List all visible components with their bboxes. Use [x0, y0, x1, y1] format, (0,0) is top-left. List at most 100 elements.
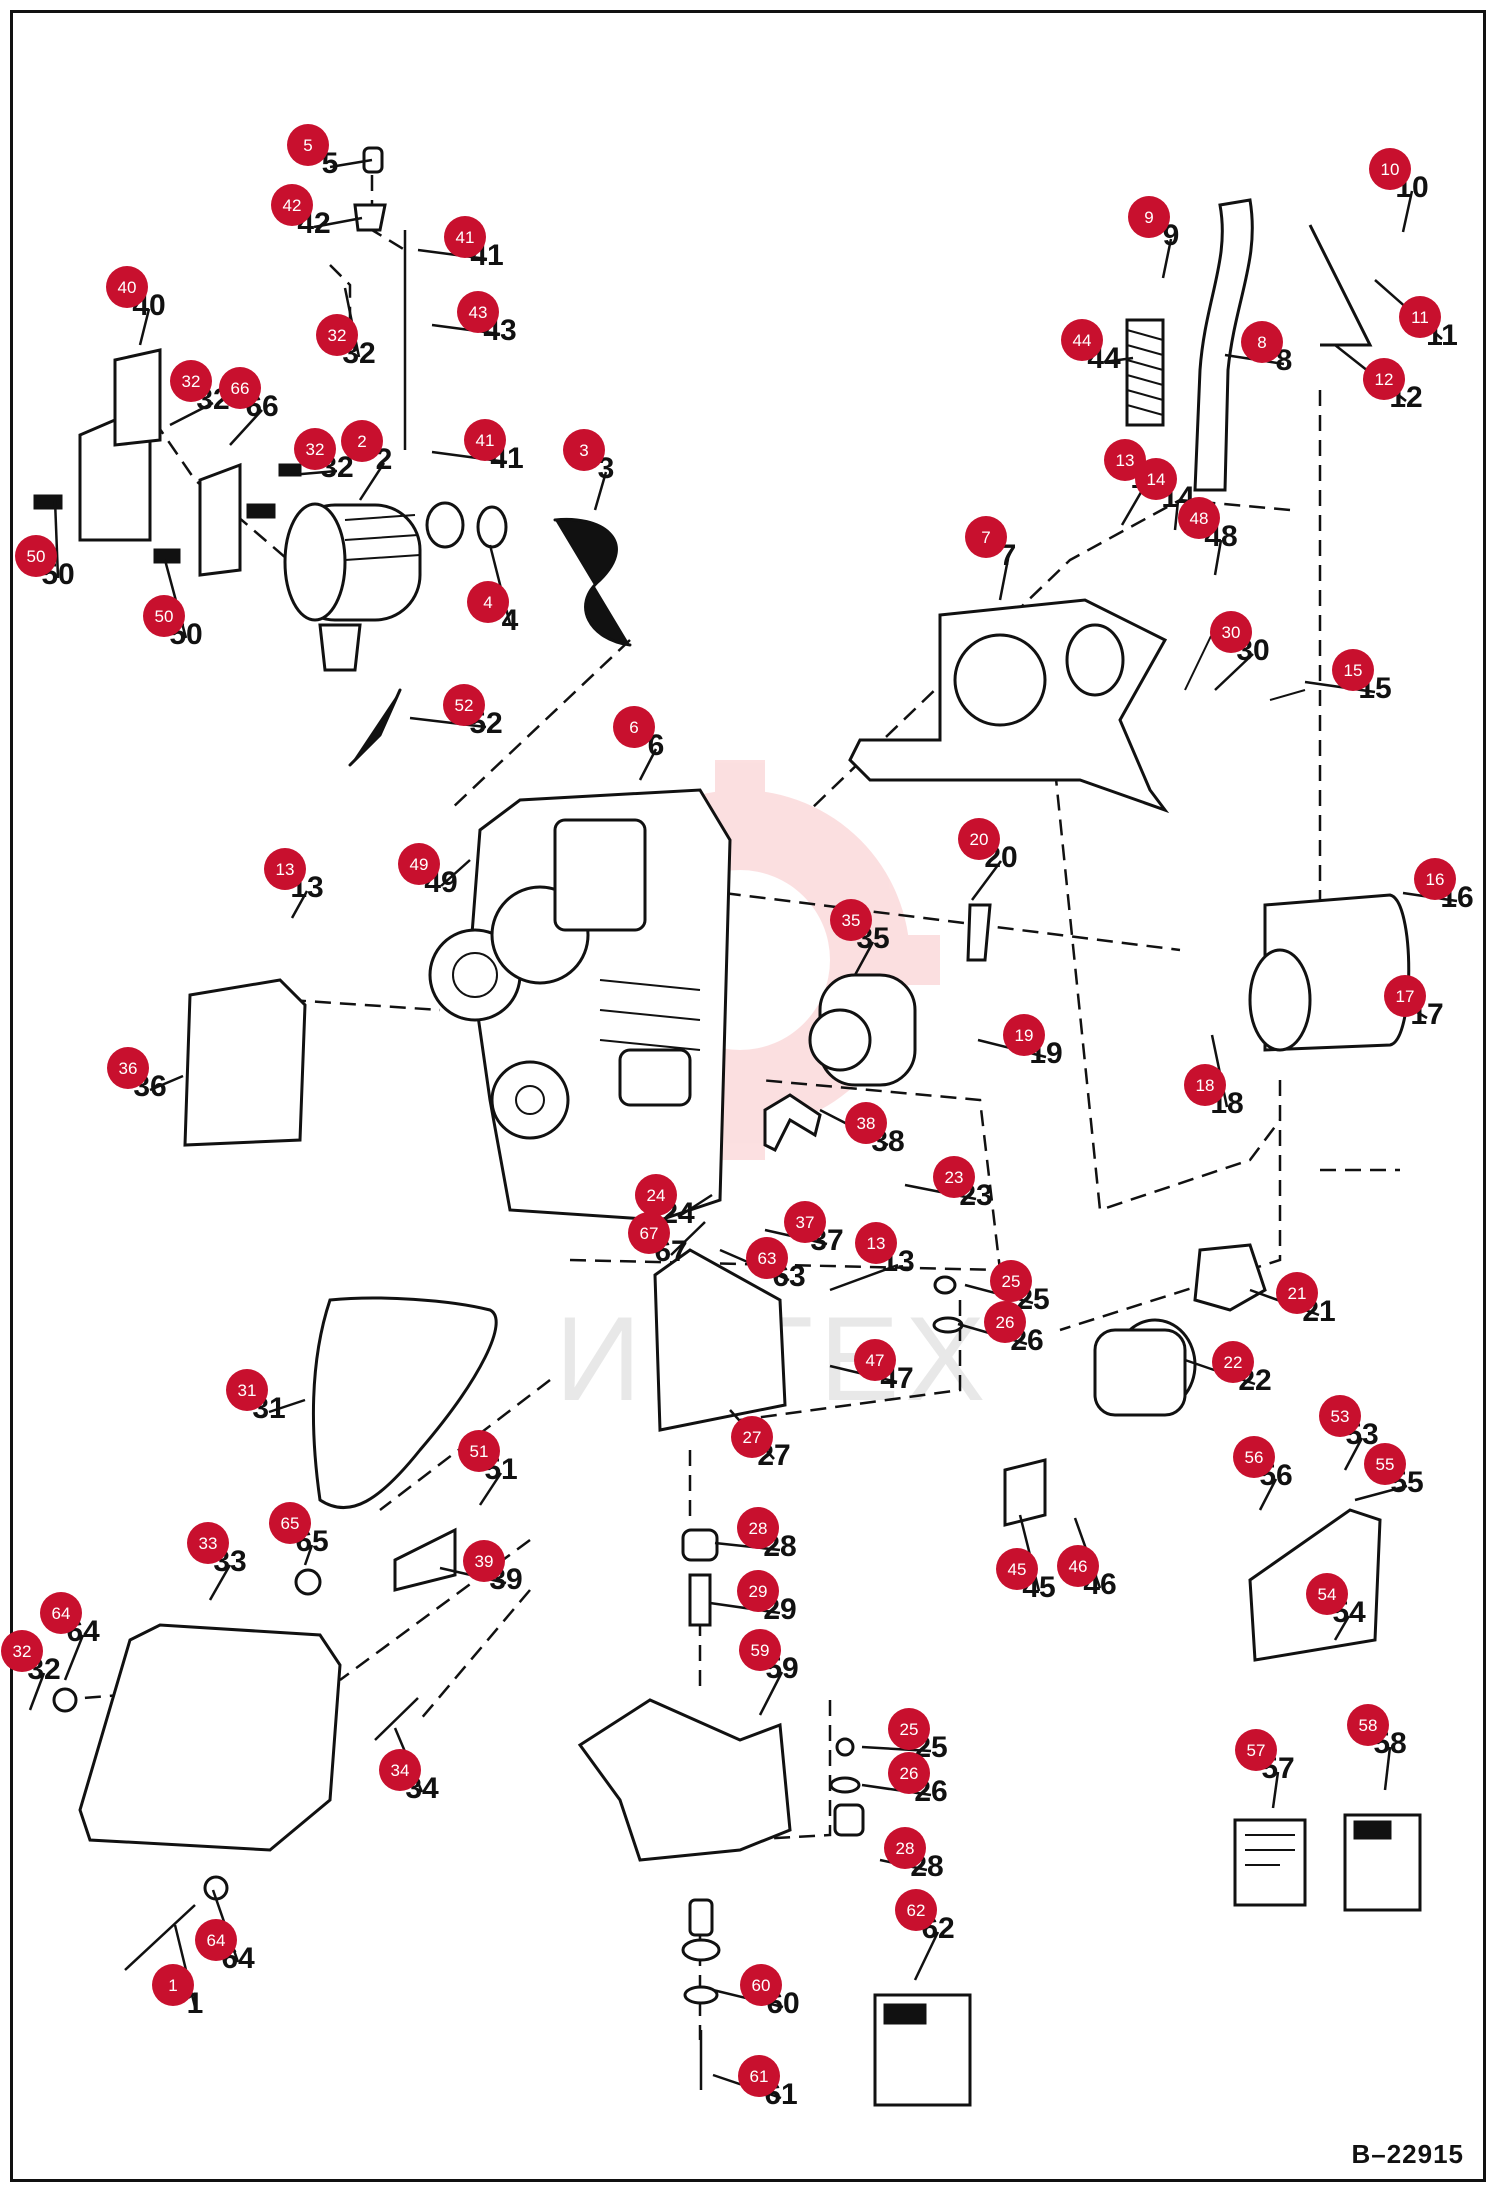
callout-badge-number: 47	[866, 1351, 885, 1370]
drawing-code: B–22915	[1351, 2139, 1464, 2169]
callout-badge	[1241, 321, 1283, 363]
callout-badge	[40, 1592, 82, 1634]
callout-badge	[984, 1301, 1026, 1343]
callout-badge-number: 20	[970, 830, 989, 849]
callout-leader-line	[853, 941, 875, 976]
callout-badge	[379, 1749, 421, 1791]
callout-2: 22	[341, 420, 392, 501]
callout-leader-line	[417, 248, 488, 261]
callout-badge	[443, 684, 485, 726]
callout-badge-number: 9	[1144, 208, 1153, 227]
callout-badge-number: 56	[1245, 1448, 1264, 1467]
callout-5: 55	[287, 124, 373, 180]
callout-badge-number: 25	[900, 1720, 919, 1739]
callout-badge-number: 19	[1015, 1026, 1034, 1045]
callout-4: 44	[467, 544, 519, 637]
callout-badge-number: 27	[743, 1428, 762, 1447]
callout-leader-line	[593, 471, 608, 511]
callout-badge	[457, 291, 499, 333]
callout-badge-number: 59	[751, 1641, 770, 1660]
callout-badge-number: 34	[391, 1761, 410, 1780]
callout-badge-number: 24	[647, 1186, 666, 1205]
callout-badge-number: 49	[410, 855, 429, 874]
callout-badge	[1399, 296, 1441, 338]
callout-badge	[738, 2055, 780, 2097]
callout-leader-line	[28, 1672, 46, 1711]
callout-badge-number: 55	[1376, 1455, 1395, 1474]
callout-badge-number: 57	[1247, 1741, 1266, 1760]
callout-badge	[187, 1522, 229, 1564]
callout-leader-line	[1343, 1437, 1364, 1471]
callout-badge-number: 12	[1375, 370, 1394, 389]
callout-badge	[895, 1889, 937, 1931]
callout-badge	[635, 1174, 677, 1216]
callout-badge	[854, 1339, 896, 1381]
callout-leader-line	[440, 859, 471, 887]
callout-badge	[888, 1708, 930, 1750]
callout-badge-number: 6	[629, 718, 638, 737]
callout-badge	[341, 420, 383, 462]
callout-leader-line	[714, 1541, 781, 1552]
callout-badge-number: 52	[455, 696, 474, 715]
callout-badge-number: 45	[1008, 1560, 1027, 1579]
callout-badge	[855, 1222, 897, 1264]
callout-badge	[1347, 1704, 1389, 1746]
callout-badge	[143, 595, 185, 637]
callout-leader-line	[829, 1263, 899, 1292]
callout-leader-line	[53, 499, 60, 579]
callout-badge-number: 50	[155, 607, 174, 626]
callout-badge-number: 35	[842, 911, 861, 930]
callout-badge-number: 41	[456, 228, 475, 247]
callout-badge-number: 17	[1396, 987, 1415, 1006]
callout-badge	[1184, 1064, 1226, 1106]
callout-badge-number: 14	[1147, 470, 1166, 489]
callout-badge-number: 21	[1288, 1284, 1307, 1303]
callout-badge-number: 65	[281, 1514, 300, 1533]
callout-badge	[1235, 1729, 1277, 1771]
callout-leader-line	[1161, 238, 1173, 279]
callout-leader-line	[169, 401, 214, 427]
callout-leader-line	[313, 216, 363, 229]
callout-badge	[1212, 1341, 1254, 1383]
callout-7: 77	[965, 516, 1016, 601]
callout-leader-line	[1214, 653, 1254, 691]
callout-badge	[933, 1156, 975, 1198]
callout-leader-line	[208, 1564, 232, 1601]
callout-badge	[1178, 497, 1220, 539]
callout-badge-number: 41	[476, 431, 495, 450]
callout-badge	[271, 184, 313, 226]
callout-badge	[1306, 1573, 1348, 1615]
callout-badge-number: 11	[1411, 308, 1429, 327]
callout-badge-number: 60	[752, 1976, 771, 1995]
callout-leader-line	[1103, 356, 1134, 364]
callout-badge-number: 18	[1196, 1076, 1215, 1095]
callout-badge	[1276, 1272, 1318, 1314]
callout-badge	[740, 1964, 782, 2006]
callout-badge-number: 23	[945, 1168, 964, 1187]
callout-badge-number: 66	[231, 379, 250, 398]
callout-badge	[784, 1201, 826, 1243]
callout-leader-line	[670, 1221, 706, 1256]
callout-leader-line	[998, 558, 1010, 601]
callout-badge	[1210, 611, 1252, 653]
callout-badge	[294, 428, 336, 470]
